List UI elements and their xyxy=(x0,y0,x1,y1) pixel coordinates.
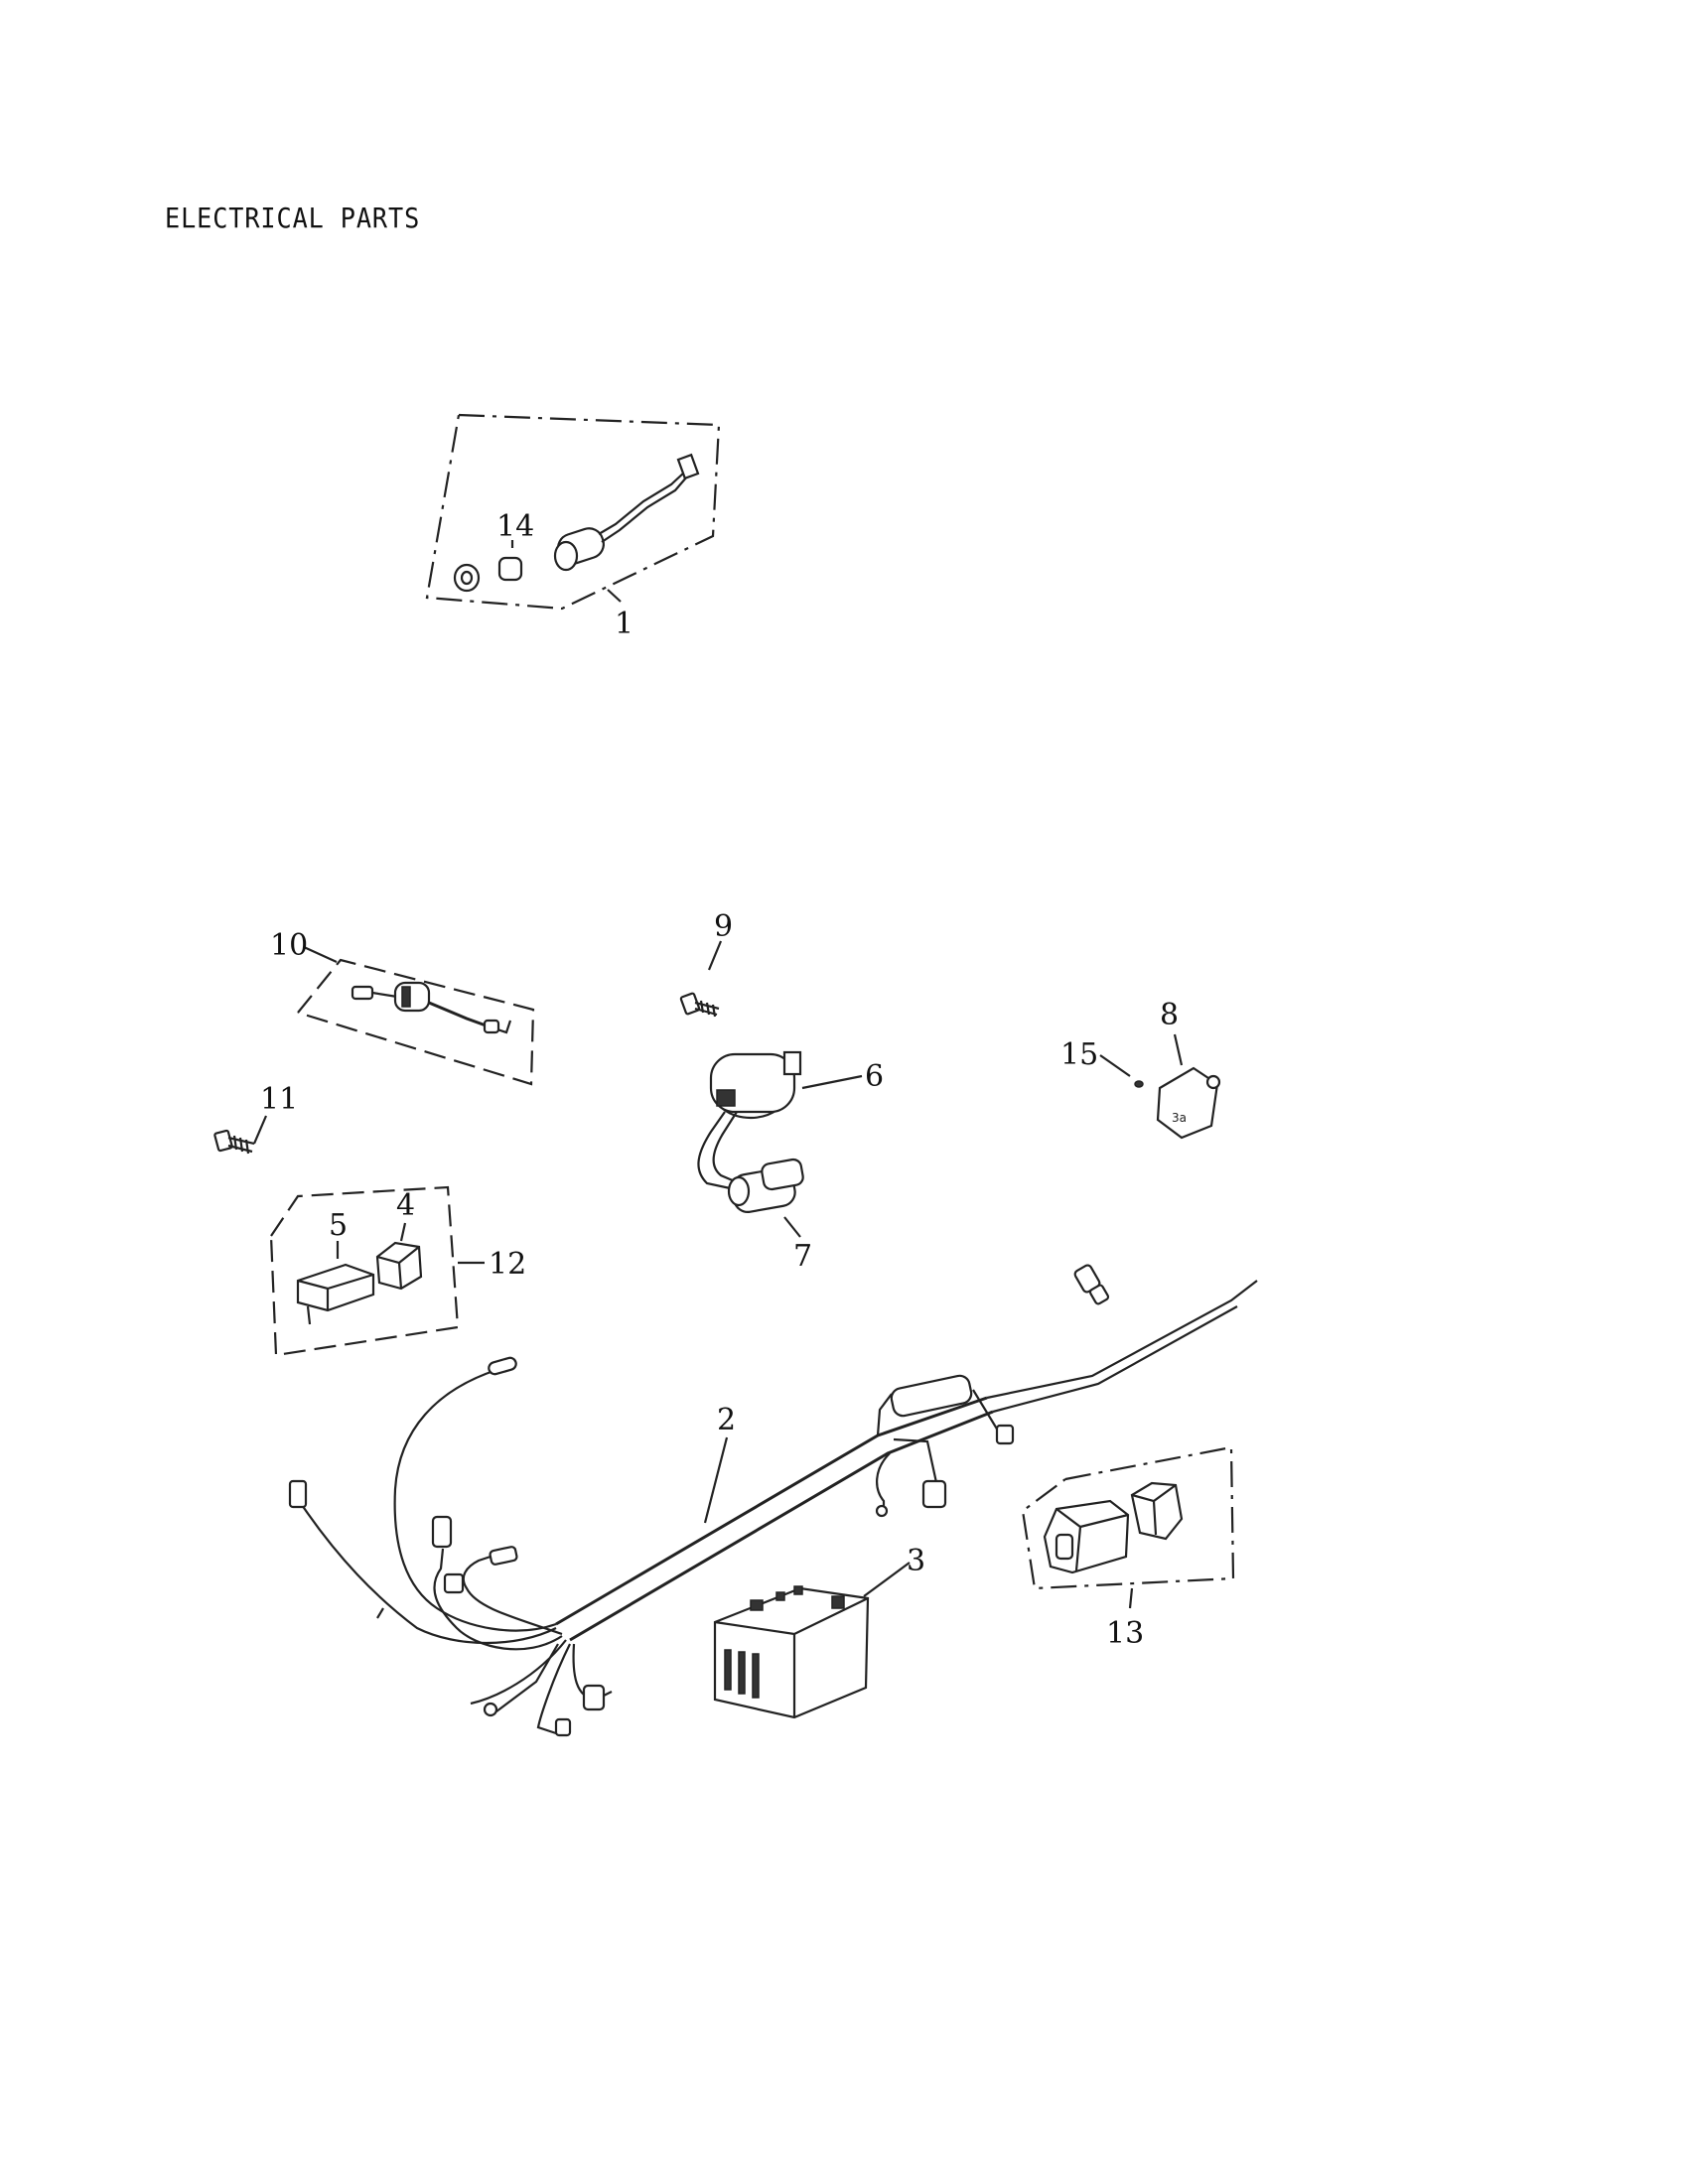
fuse-holder-icon xyxy=(890,1374,973,1418)
callout-14: 14 xyxy=(496,509,534,544)
bolt-11 xyxy=(213,1115,268,1155)
callout-1: 1 xyxy=(615,607,633,641)
group-13-outline xyxy=(1021,1445,1235,1590)
ignition-switch-icon xyxy=(393,981,431,1013)
callout-15: 15 xyxy=(1060,1037,1098,1072)
callout-6: 6 xyxy=(865,1059,884,1094)
bolt-head-icon xyxy=(679,992,701,1016)
plug-cap-7 xyxy=(727,1158,804,1238)
ignition-coil-6 xyxy=(697,1050,863,1191)
cap-icon xyxy=(497,556,523,582)
callout-10: 10 xyxy=(270,928,308,963)
callout-12: 12 xyxy=(489,1247,526,1282)
battery-icon xyxy=(713,1586,870,1719)
starter-relay-icon xyxy=(1130,1481,1184,1541)
group-1-outline xyxy=(425,413,721,611)
part-group-12 xyxy=(269,1185,485,1357)
callout-7: 7 xyxy=(793,1239,812,1274)
switch-plug-icon xyxy=(483,1019,500,1034)
callout-4: 4 xyxy=(396,1188,415,1223)
callout-11: 11 xyxy=(260,1082,298,1117)
key-icon xyxy=(351,985,374,1001)
group-12-outline xyxy=(269,1185,460,1357)
callout-9: 9 xyxy=(714,909,733,944)
ground-terminal-icon xyxy=(582,1684,606,1711)
callout-8: 8 xyxy=(1160,998,1179,1032)
wiring-harness-2 xyxy=(288,1264,1258,1737)
bolt-9 xyxy=(679,940,723,1018)
part-group-1 xyxy=(425,413,721,611)
part-group-10 xyxy=(297,945,535,1086)
regulator-8: 3a xyxy=(1099,1033,1221,1140)
lamp-plug-icon xyxy=(288,1479,308,1509)
callout-13: 13 xyxy=(1106,1616,1144,1651)
bolt-head-icon xyxy=(213,1129,233,1153)
connector-icon xyxy=(676,453,700,480)
sensor-lead-icon xyxy=(488,1356,517,1376)
regulator-icon xyxy=(1156,1066,1219,1140)
page-title: ELECTRICAL PARTS xyxy=(165,202,421,234)
callout-3: 3 xyxy=(907,1544,925,1578)
screw-15-icon xyxy=(1134,1080,1144,1088)
harness-trunk xyxy=(555,1396,988,1626)
flasher-icon xyxy=(296,1263,375,1312)
coil-terminal-icon xyxy=(716,1089,736,1107)
group-10-outline xyxy=(297,958,535,1086)
battery-3 xyxy=(713,1562,911,1719)
nut-icon xyxy=(453,563,481,593)
part-group-13 xyxy=(1021,1445,1235,1609)
callout-2: 2 xyxy=(717,1403,736,1437)
callout-5: 5 xyxy=(329,1208,348,1243)
battery-terminal-icon xyxy=(750,1599,764,1611)
svg-text:3a: 3a xyxy=(1172,1111,1187,1125)
